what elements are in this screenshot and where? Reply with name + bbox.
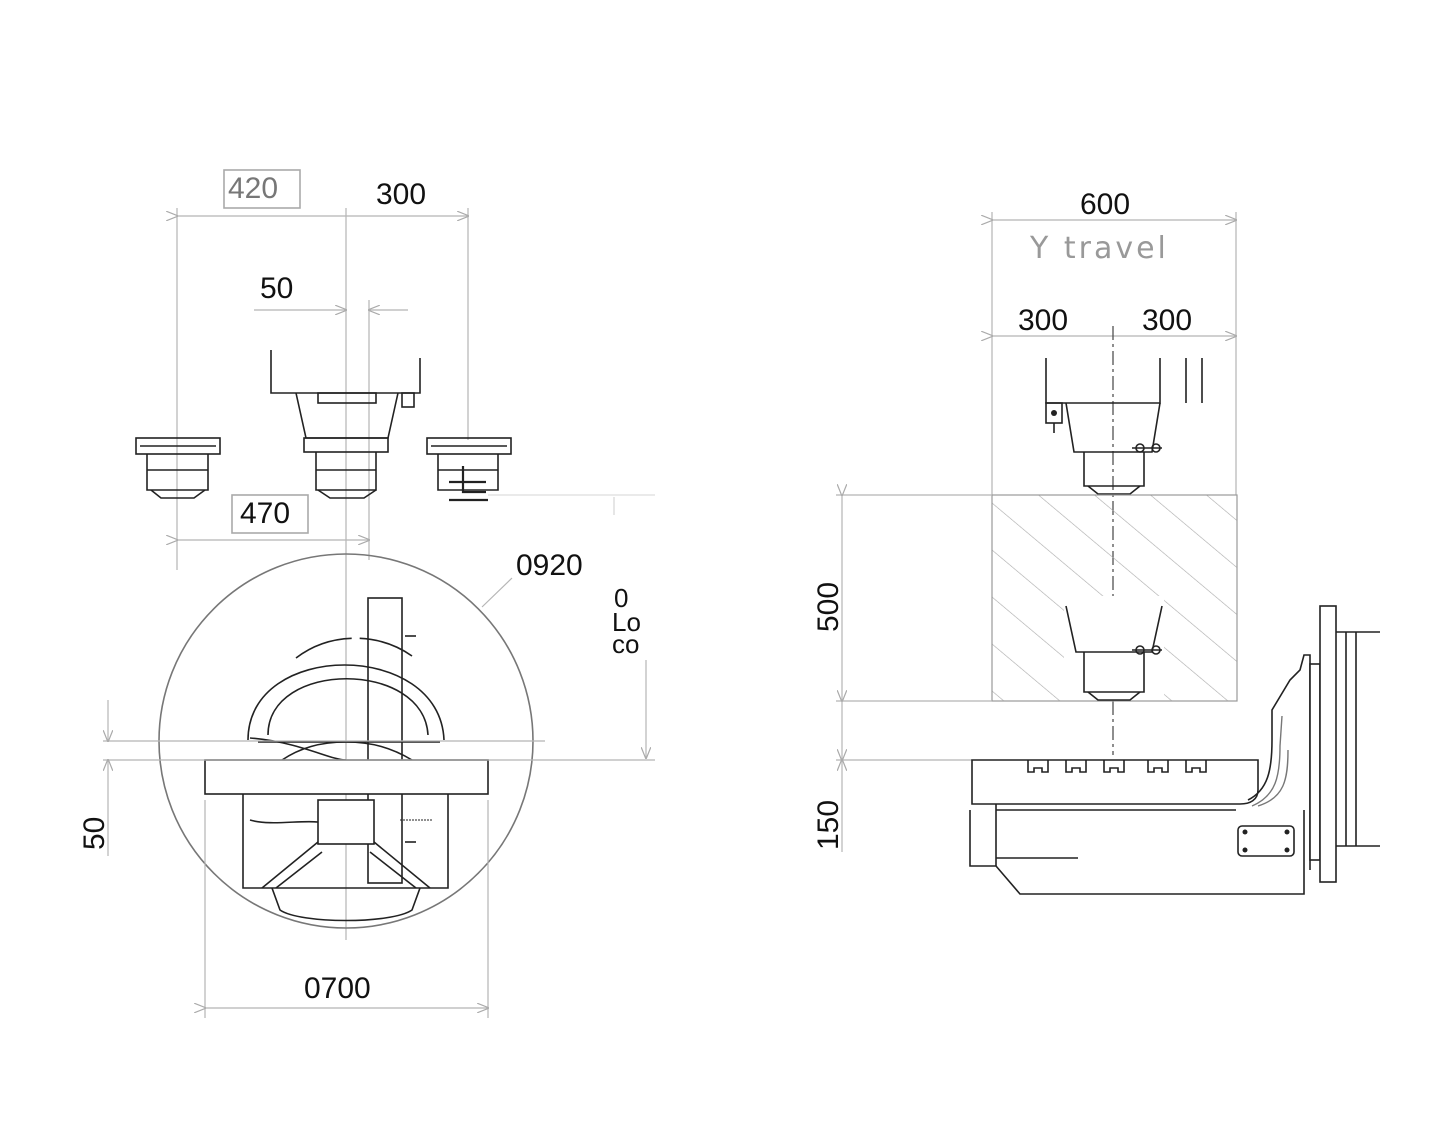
side-label-stack: 0 Lo co: [612, 583, 646, 758]
dimension-0700: 0700: [205, 972, 488, 1008]
dimension-600-label: 600: [1080, 188, 1130, 221]
right-view: 600 Y travel 300 300: [812, 188, 1380, 895]
machine-base-side: [969, 810, 1305, 895]
dimension-box: [231, 494, 309, 534]
side-label-co: co: [612, 629, 639, 659]
dimension-470-label: 470: [240, 497, 290, 530]
dimension-300-300: 300 300: [992, 304, 1236, 337]
dimension-470: 470: [177, 494, 369, 540]
dimension-50-top: 50: [254, 272, 408, 310]
spindle-head-side: [1045, 358, 1203, 495]
dimension-150: 150: [812, 701, 972, 852]
dimension-150-label: 150: [812, 800, 845, 850]
dimension-300-left-label: 300: [1018, 304, 1068, 337]
dimension-300-right-label: 300: [1142, 304, 1192, 337]
dimension-50-top-label: 50: [260, 272, 293, 305]
spindle-head: [270, 350, 421, 499]
travel-area: [991, 494, 1238, 702]
dimension-0700-label: 0700: [304, 972, 371, 1005]
dimension-0920-label: 0920: [516, 549, 583, 582]
rotary-table: [204, 741, 489, 922]
left-view: 420 300 50: [78, 169, 655, 1018]
side-label-0: 0: [614, 583, 628, 613]
dimension-300-label: 300: [376, 178, 426, 211]
dimension-600: 600 Y travel: [992, 188, 1236, 266]
machine-column-side: [1247, 605, 1380, 883]
tool-holder-right: [426, 437, 512, 502]
dimension-420-300: 420 300: [177, 169, 468, 216]
tool-holder-left: [135, 437, 221, 499]
machine-table-side: [971, 759, 1259, 811]
dimension-500: 500: [812, 495, 992, 701]
y-travel-label: Y travel: [1029, 231, 1169, 266]
dimension-420-label: 420: [228, 172, 278, 205]
dimension-50-side-label: 50: [78, 817, 111, 850]
dimension-box: [223, 169, 301, 209]
dimension-500-label: 500: [812, 582, 845, 632]
side-label-lo: Lo: [612, 607, 641, 637]
dimension-50-side: 50: [78, 700, 111, 856]
